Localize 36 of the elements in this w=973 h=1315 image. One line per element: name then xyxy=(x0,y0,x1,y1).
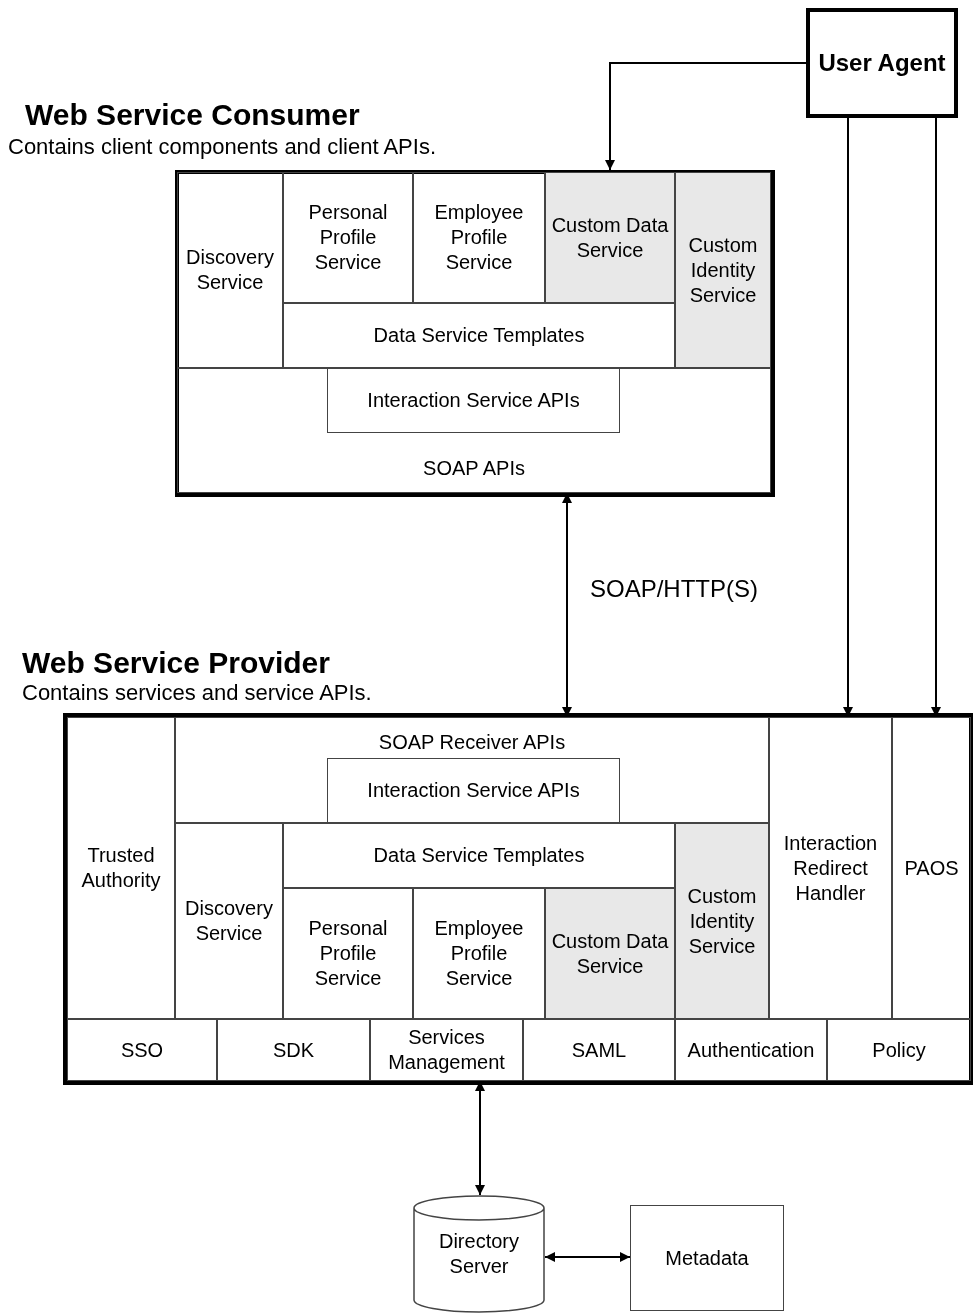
group-title: Web Service Provider xyxy=(22,646,330,680)
service-box: Discovery Service xyxy=(175,823,283,1019)
arrow xyxy=(544,1252,631,1262)
group-title: Web Service Consumer xyxy=(25,98,360,132)
service-box: Trusted Authority xyxy=(67,717,175,1019)
group-description: Contains client components and client APIs. xyxy=(8,134,437,160)
service-box: Personal Profile Service xyxy=(283,888,413,1019)
service-box: PAOS xyxy=(892,717,971,1019)
service-box: Custom Identity Service xyxy=(675,172,771,368)
service-box: Data Service Templates xyxy=(283,823,675,888)
service-box: Discovery Service xyxy=(177,172,283,368)
service-box: SDK xyxy=(217,1019,370,1081)
service-box: Custom Data Service xyxy=(545,888,675,1019)
service-box: Custom Data Service xyxy=(545,172,675,303)
service-box: Interaction Service APIs xyxy=(327,758,620,823)
actor-box: User Agent xyxy=(806,8,958,118)
database-label: Directory Server xyxy=(438,1229,520,1279)
layer-label: SOAP APIs xyxy=(422,456,526,480)
service-box: Authentication xyxy=(675,1019,827,1081)
service-box: Policy xyxy=(827,1019,971,1081)
service-box: Services Management xyxy=(370,1019,523,1081)
service-box: Personal Profile Service xyxy=(283,172,413,303)
service-box: Data Service Templates xyxy=(283,303,675,368)
service-box: Custom Identity Service xyxy=(675,823,769,1019)
layer-label: SOAP Receiver APIs xyxy=(377,730,567,754)
service-box: Metadata xyxy=(630,1205,784,1311)
service-box: Employee Profile Service xyxy=(413,172,545,303)
layer-box xyxy=(175,717,769,823)
service-box: SSO xyxy=(67,1019,217,1081)
arrow xyxy=(605,62,807,171)
service-box: SAML xyxy=(523,1019,675,1081)
service-box: Employee Profile Service xyxy=(413,888,545,1019)
service-box: Interaction Redirect Handler xyxy=(769,717,892,1019)
service-box: Interaction Service APIs xyxy=(327,368,620,433)
layer-box xyxy=(177,368,771,493)
group-description: Contains services and service APIs. xyxy=(22,680,372,706)
